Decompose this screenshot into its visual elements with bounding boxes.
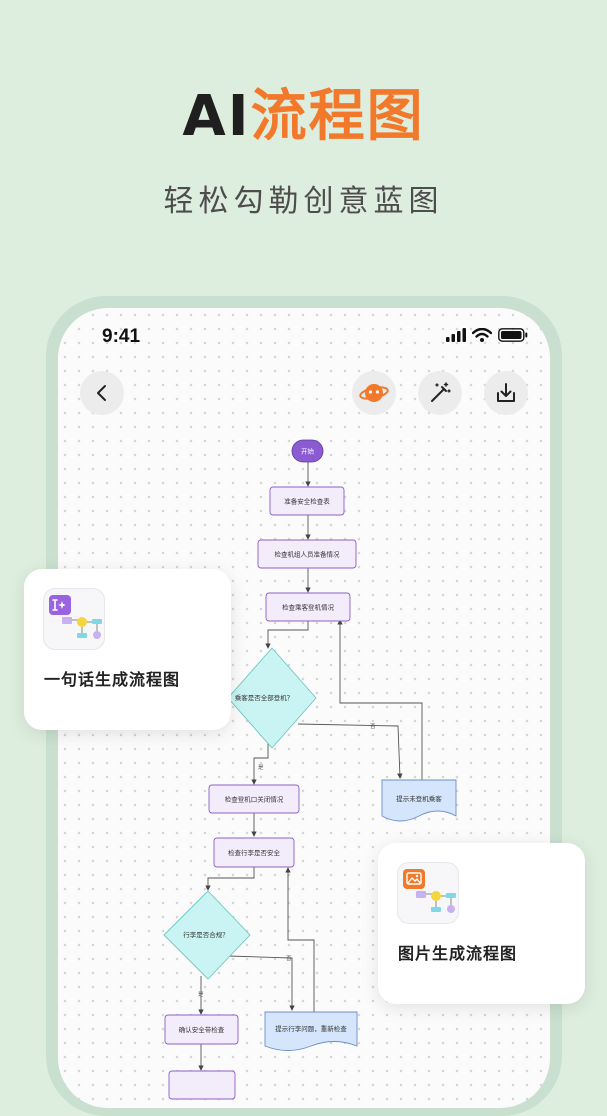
back-button[interactable] [80,371,124,415]
status-icons [446,328,528,342]
planet-icon [359,384,389,402]
flow-step-node[interactable]: 检查行李是否安全 [213,837,295,868]
flow-decision-node[interactable]: 乘客是否全部登机？ [227,647,317,749]
flow-doc2-label: 提示行李问题，重新检查 [275,1024,347,1033]
flow-document-node[interactable]: 提示未登机乘客 [381,779,457,822]
ai-planet-button[interactable] [352,371,396,415]
text-card-label: 一句话生成流程图 [44,670,181,689]
flow-step-node[interactable]: 检查登机口关闭情况 [208,784,300,814]
flow-start-label: 开始 [301,447,315,456]
headline-ai: AI [182,84,251,149]
flow-start-node[interactable]: 开始 [291,439,324,463]
flow-step-node[interactable]: 确认安全带检查 [164,1014,239,1045]
flow-branch-no-label: 否 [370,723,376,730]
image-to-flowchart-card[interactable]: 图片生成流程图 [378,843,585,1004]
status-time: 9:41 [102,326,141,347]
flow-step-node[interactable]: 准备安全检查表 [269,486,345,516]
headline: AI流程图 [0,82,607,152]
flowchart-canvas[interactable]: 开始 准备安全检查表 检查机组人员准备情况 检查乘客登机情况 乘客是否全部登机？… [58,308,550,1108]
image-icon [403,869,456,913]
signal-icon [446,328,466,342]
flow-step5-label: 检查行李是否安全 [228,848,281,857]
flow-document-node[interactable]: 提示行李问题，重新检查 [264,1011,358,1051]
flow-step6-label: 确认安全带检查 [179,1025,225,1034]
text-card-thumbnail [43,588,105,650]
magic-wand-icon [431,382,451,402]
flow-step-node-partial[interactable] [168,1070,236,1100]
download-icon [497,383,515,402]
flow-step-node[interactable]: 检查乘客登机情况 [265,592,351,622]
status-bar: 9:41 [58,308,550,368]
flow-branch-yes-label: 是 [258,764,264,771]
flow-step4-label: 检查登机口关闭情况 [225,795,284,804]
text-sparkle-icon [49,595,102,639]
flow-step-node[interactable]: 检查机组人员准备情况 [257,539,357,569]
text-to-flowchart-card[interactable]: 一句话生成流程图 [24,569,231,730]
subtitle: 轻松勾勒创意蓝图 [163,184,444,219]
flow-branch-yes-label-2: 是 [198,991,204,998]
battery-icon [498,328,528,342]
headline-accent: 流程图 [250,84,425,149]
flow-branch-no-label-2: 否 [286,955,292,962]
flow-step3-label: 检查乘客登机情况 [282,603,335,612]
chevron-left-icon [97,385,106,401]
magic-wand-button[interactable] [418,371,462,415]
image-card-label: 图片生成流程图 [398,944,518,963]
flow-step1-label: 准备安全检查表 [284,497,330,506]
flow-decision-node[interactable]: 行李是否合规？ [163,890,251,980]
flow-doc1-label: 提示未登机乘客 [396,794,442,803]
image-card-thumbnail [397,862,459,924]
wifi-icon [472,328,492,342]
download-button[interactable] [484,371,528,415]
flow-step2-label: 检查机组人员准备情况 [275,550,341,559]
flow-decision1-label: 乘客是否全部登机？ [235,693,294,702]
flow-decision2-label: 行李是否合规？ [183,930,229,939]
